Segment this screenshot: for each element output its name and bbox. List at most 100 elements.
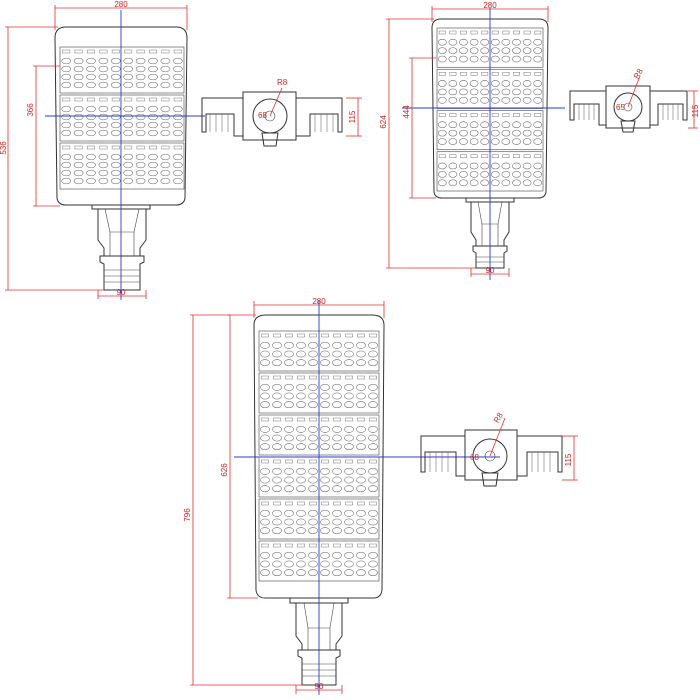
view-c-total-height-label: 796 bbox=[183, 508, 192, 522]
led-lens bbox=[173, 113, 183, 121]
led-lens bbox=[260, 527, 270, 535]
led-lens bbox=[73, 169, 84, 177]
led-lens bbox=[160, 81, 171, 89]
led-pad bbox=[345, 375, 353, 380]
led-lens bbox=[368, 518, 378, 526]
led-lens bbox=[111, 169, 121, 177]
led-lens bbox=[284, 341, 294, 349]
led-lens bbox=[260, 341, 270, 349]
led-lens bbox=[332, 401, 342, 409]
led-lens bbox=[533, 138, 543, 145]
led-lens bbox=[135, 105, 146, 113]
led-lens bbox=[173, 169, 183, 177]
led-pad bbox=[369, 333, 377, 338]
led-lens bbox=[160, 105, 171, 113]
led-lens bbox=[160, 161, 171, 169]
led-lens bbox=[368, 485, 378, 493]
led-pad bbox=[321, 333, 329, 338]
led-lens bbox=[332, 509, 342, 517]
led-lens bbox=[61, 129, 71, 137]
led-lens bbox=[448, 55, 458, 63]
led-pad bbox=[261, 501, 269, 506]
led-lens bbox=[437, 47, 447, 54]
led-lens bbox=[344, 443, 354, 451]
led-lens bbox=[98, 105, 109, 113]
led-lens bbox=[308, 425, 318, 433]
led-pad bbox=[321, 543, 329, 548]
led-pad bbox=[523, 30, 531, 35]
led-lens bbox=[448, 88, 458, 96]
led-lens bbox=[512, 171, 521, 178]
view-c-module-height-label: 626 bbox=[220, 463, 229, 477]
led-lens bbox=[533, 129, 543, 137]
led-pad bbox=[345, 501, 353, 506]
led-lens bbox=[296, 443, 306, 451]
view-b-side-body bbox=[605, 85, 651, 129]
led-lens bbox=[173, 73, 183, 81]
led-lens bbox=[512, 88, 521, 96]
led-lens bbox=[272, 476, 282, 484]
led-lens bbox=[308, 443, 318, 451]
led-pad bbox=[523, 113, 531, 117]
led-lens bbox=[332, 485, 342, 493]
led-lens bbox=[272, 467, 282, 475]
led-lens bbox=[469, 121, 479, 129]
led-lens bbox=[459, 38, 468, 46]
led-lens bbox=[284, 518, 294, 526]
led-lens bbox=[284, 392, 294, 400]
led-lens bbox=[533, 47, 543, 54]
led-lens bbox=[459, 171, 468, 178]
led-lens bbox=[344, 425, 354, 433]
led-pad bbox=[333, 459, 341, 464]
led-lens bbox=[260, 518, 270, 526]
led-lens bbox=[296, 392, 306, 400]
led-pad bbox=[534, 154, 542, 158]
led-lens bbox=[480, 47, 490, 54]
led-lens bbox=[111, 81, 121, 89]
led-lens bbox=[260, 392, 270, 400]
led-lens bbox=[272, 341, 282, 349]
led-lens bbox=[160, 177, 171, 185]
led-pad bbox=[357, 375, 365, 380]
led-pad bbox=[357, 501, 365, 506]
view-a-front bbox=[54, 26, 188, 291]
led-lens bbox=[522, 80, 532, 87]
led-lens bbox=[490, 88, 500, 96]
led-pad bbox=[74, 145, 83, 150]
led-lens bbox=[123, 129, 133, 137]
view-a-total-height-label: 536 bbox=[0, 141, 8, 155]
led-lens bbox=[356, 569, 366, 577]
view-c-side-body bbox=[464, 429, 518, 481]
led-lens bbox=[437, 96, 447, 104]
led-lens bbox=[296, 485, 306, 493]
led-lens bbox=[148, 113, 158, 121]
led-lens bbox=[501, 96, 511, 104]
view-c-side-hub-inner bbox=[484, 450, 496, 462]
led-lens bbox=[86, 81, 96, 89]
led-lens bbox=[522, 96, 532, 104]
led-lens bbox=[459, 129, 468, 137]
led-lens bbox=[308, 359, 318, 367]
led-pad bbox=[481, 30, 489, 35]
led-pad bbox=[333, 543, 341, 548]
led-lens bbox=[320, 443, 330, 451]
led-lens bbox=[111, 121, 121, 129]
led-lens bbox=[272, 401, 282, 409]
led-lens bbox=[448, 80, 458, 87]
led-lens bbox=[522, 138, 532, 145]
led-lens bbox=[459, 179, 468, 187]
led-pad bbox=[285, 459, 293, 464]
led-lens bbox=[135, 81, 146, 89]
led-lens bbox=[272, 359, 282, 367]
led-lens bbox=[260, 485, 270, 493]
led-lens bbox=[296, 341, 306, 349]
led-lens bbox=[272, 392, 282, 400]
led-lens bbox=[344, 485, 354, 493]
led-lens bbox=[368, 341, 378, 349]
led-pad bbox=[297, 333, 305, 338]
led-lens bbox=[135, 129, 146, 137]
led-lens bbox=[332, 476, 342, 484]
led-lens bbox=[368, 434, 378, 442]
view-a-side-right bbox=[295, 97, 343, 137]
led-lens bbox=[260, 425, 270, 433]
